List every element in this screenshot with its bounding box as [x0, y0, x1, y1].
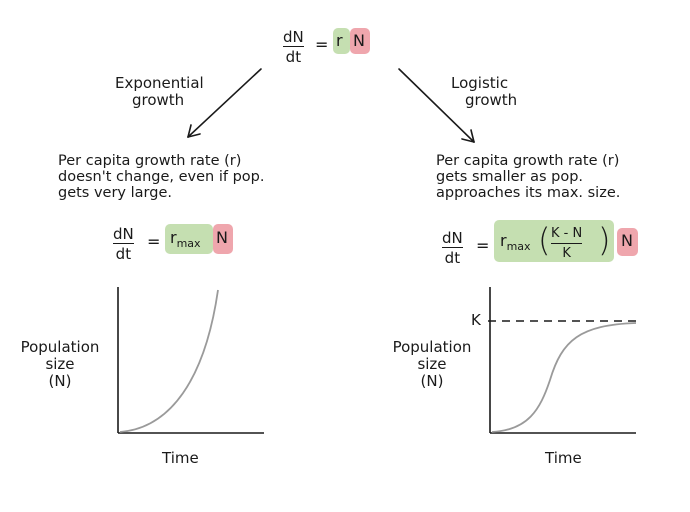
exponential-population-highlight — [213, 224, 233, 254]
fraction-bar — [442, 247, 463, 249]
exponential-graph — [117, 287, 264, 434]
logistic-inner-fraction: K - N K — [551, 226, 583, 262]
logistic-equation-equals: = — [476, 236, 490, 255]
exponential-rate-highlight — [165, 224, 213, 254]
logistic-desc-line2: gets smaller as pop. — [436, 169, 584, 185]
logistic-equation-fraction: dN dt — [442, 230, 463, 266]
rate-symbol: r — [170, 228, 177, 247]
top-equation-equals: = — [315, 35, 329, 54]
fraction-bar — [113, 243, 134, 245]
capacity-label: K — [471, 311, 481, 329]
exponential-desc-line1: Per capita growth rate (r) — [58, 153, 242, 169]
ylabel-line3: (N) — [48, 372, 72, 390]
exponential-ylabel: Population size (N) — [14, 339, 106, 390]
exponential-curve — [119, 289, 219, 433]
ylabel-line2: size — [417, 355, 447, 373]
logistic-equation-numerator: dN — [442, 229, 463, 247]
exponential-equation-equals: = — [147, 232, 161, 251]
top-equation-denominator: dt — [285, 48, 302, 67]
logistic-population-highlight — [617, 228, 638, 256]
top-equation-rate: r — [336, 31, 343, 50]
logistic-ylabel: Population size (N) — [386, 339, 478, 390]
exponential-equation-population: N — [216, 228, 228, 247]
exponential-equation-rate: rmax — [170, 229, 201, 253]
rate-subscript: max — [176, 237, 201, 251]
ylabel-line1: Population — [392, 338, 472, 356]
logistic-curve — [491, 322, 637, 433]
logistic-title-line2: growth — [465, 91, 518, 109]
top-equation-numerator: dN — [283, 28, 304, 46]
fraction-bar — [283, 46, 304, 48]
exponential-desc-line2: doesn't change, even if pop. — [58, 169, 265, 185]
logistic-equation-denominator: dt — [444, 249, 461, 268]
logistic-rate-highlight — [494, 220, 614, 262]
left-paren: ( — [538, 221, 551, 259]
rate-symbol: r — [500, 231, 507, 250]
logistic-inner-denominator: K — [562, 246, 571, 262]
logistic-graph — [488, 287, 640, 434]
top-population-highlight — [350, 28, 370, 54]
exponential-title-line2: growth — [132, 91, 185, 109]
ylabel-line1: Population — [20, 338, 100, 356]
ylabel-line3: (N) — [420, 372, 444, 390]
exponential-xlabel: Time — [162, 449, 199, 467]
exponential-equation-fraction: dN dt — [113, 226, 134, 262]
rate-subscript: max — [506, 240, 531, 254]
logistic-equation-population: N — [621, 231, 633, 250]
exponential-title-line1: Exponential — [115, 74, 204, 92]
exponential-desc-line3: gets very large. — [58, 185, 172, 201]
top-equation-population: N — [353, 31, 365, 50]
left-arrow-icon — [187, 68, 262, 138]
logistic-inner-numerator: K - N — [551, 226, 583, 241]
fraction-bar — [551, 243, 583, 245]
right-arrow-icon — [398, 68, 475, 143]
logistic-title-line1: Logistic — [451, 74, 509, 92]
logistic-equation-rate: rmax — [500, 232, 531, 256]
ylabel-line2: size — [45, 355, 75, 373]
right-paren: ) — [598, 221, 611, 259]
top-rate-highlight — [333, 28, 350, 54]
logistic-desc-line1: Per capita growth rate (r) — [436, 153, 620, 169]
exponential-equation-denominator: dt — [115, 245, 132, 264]
exponential-equation-numerator: dN — [113, 225, 134, 243]
logistic-desc-line3: approaches its max. size. — [436, 185, 621, 201]
logistic-xlabel: Time — [545, 449, 582, 467]
top-equation-fraction: dN dt — [283, 29, 304, 65]
